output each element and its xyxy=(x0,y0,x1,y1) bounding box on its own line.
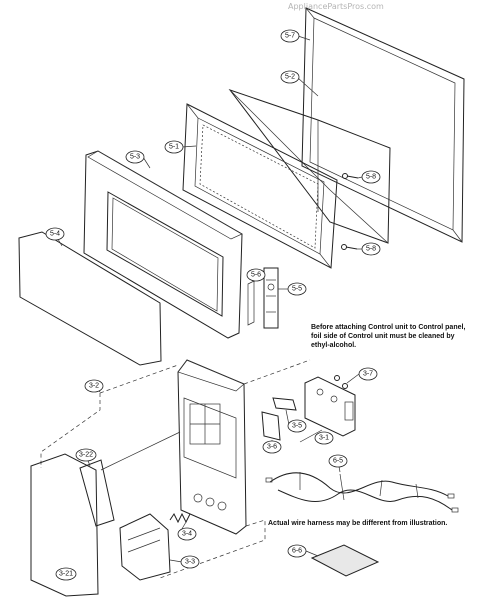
callout-label: 3-3 xyxy=(185,559,195,566)
callout-5-4: 5-4 xyxy=(45,227,65,241)
callout-3-5: 3-5 xyxy=(287,419,307,433)
screw-5-8-upper xyxy=(342,173,359,179)
callout-label: 6-6 xyxy=(292,548,302,555)
callout-3-7: 3-7 xyxy=(358,367,378,381)
part-choke-cover-5-2 xyxy=(228,88,391,244)
part-spacer-3-22 xyxy=(79,459,115,527)
screw-3-7 xyxy=(334,375,348,389)
callout-label: 3-1 xyxy=(319,435,329,442)
callout-5-3: 5-3 xyxy=(125,150,145,164)
callout-label: 3-7 xyxy=(363,371,373,378)
part-door-frame-5-7 xyxy=(301,7,465,243)
part-door-panel-5-3 xyxy=(83,150,243,339)
group-outline-3-2 xyxy=(40,359,311,579)
callout-3-4: 3-4 xyxy=(177,527,197,541)
part-latch-5-5 xyxy=(247,267,279,329)
screw-5-8-lower xyxy=(341,244,358,250)
part-display-filter-3-5 xyxy=(272,397,297,411)
part-display-3-6 xyxy=(261,411,281,441)
callout-3-2: 3-2 xyxy=(84,379,104,393)
control-unit-note: Before attaching Control unit to Control… xyxy=(311,324,466,349)
part-wire-harness-6-5 xyxy=(265,472,459,513)
callout-6-5: 6-5 xyxy=(328,454,348,468)
callout-5-2: 5-2 xyxy=(280,70,300,84)
callout-label: 5-1 xyxy=(169,144,179,151)
callout-label: 5-6 xyxy=(251,272,261,279)
callout-label: 5-4 xyxy=(50,231,60,238)
callout-label: 5-8 xyxy=(366,174,376,181)
callout-label: 5-7 xyxy=(285,33,295,40)
callout-label: 3-21 xyxy=(59,571,73,578)
callout-3-3: 3-3 xyxy=(180,555,200,569)
callout-label: 3-5 xyxy=(292,423,302,430)
part-button-3-3 xyxy=(119,513,171,581)
callout-3-6: 3-6 xyxy=(262,440,282,454)
callout-5-7: 5-7 xyxy=(280,29,300,43)
part-door-inner-5-1 xyxy=(182,103,338,269)
callout-3-22: 3-22 xyxy=(75,448,97,462)
callout-3-21: 3-21 xyxy=(55,567,77,581)
callout-label: 6-5 xyxy=(333,458,343,465)
part-door-screen-5-4 xyxy=(18,231,162,366)
callout-5-8-lower: 5-8 xyxy=(361,242,381,256)
callout-label: 3-6 xyxy=(267,444,277,451)
callout-5-6: 5-6 xyxy=(246,268,266,282)
callout-label: 5-2 xyxy=(285,74,295,81)
callout-label: 3-22 xyxy=(79,452,93,459)
callout-label: 3-4 xyxy=(182,531,192,538)
callout-label: 5-3 xyxy=(130,154,140,161)
part-spring-3-4 xyxy=(169,512,191,524)
wire-harness-note: Actual wire harness may be different fro… xyxy=(268,520,448,527)
callout-label: 5-5 xyxy=(292,286,302,293)
callout-5-8-upper: 5-8 xyxy=(361,170,381,184)
part-sheet-6-6 xyxy=(310,544,380,577)
part-control-panel-body xyxy=(177,359,247,535)
callout-5-1: 5-1 xyxy=(164,140,184,154)
callout-label: 3-2 xyxy=(89,383,99,390)
watermark: AppliancePartsPros.com xyxy=(288,2,384,11)
callout-6-6: 6-6 xyxy=(287,544,307,558)
part-control-unit-3-1 xyxy=(304,376,356,437)
callout-label: 5-8 xyxy=(366,246,376,253)
callout-5-5: 5-5 xyxy=(287,282,307,296)
callout-3-1: 3-1 xyxy=(314,431,334,445)
part-membrane-3-21 xyxy=(30,453,99,597)
